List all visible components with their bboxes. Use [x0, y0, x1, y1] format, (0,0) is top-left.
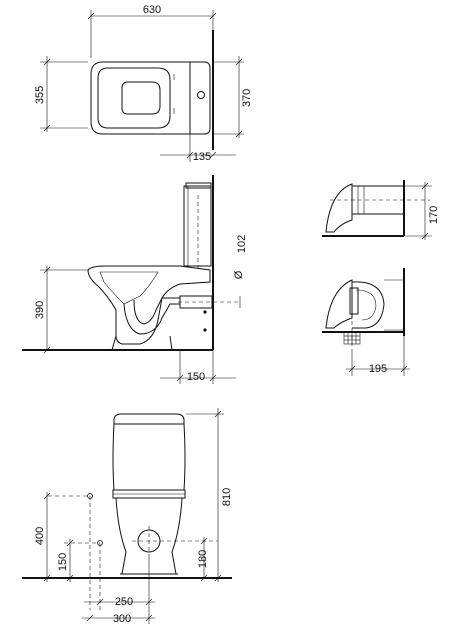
connector-1-bowl-edge [325, 183, 353, 233]
dim-400-label: 400 [34, 527, 46, 545]
dim-250-tick-left [96, 598, 104, 606]
dim-390-tick-bottom [43, 346, 51, 354]
front-view-cistern-lid [113, 413, 185, 425]
dim-150-label: 150 [187, 371, 205, 383]
dim-135-tick-left [186, 151, 194, 159]
dim-150-tick-left [176, 374, 184, 382]
dim-630-tick-left [87, 12, 95, 20]
dim-170-tick-bottom [421, 232, 429, 240]
dim-810-label: 810 [221, 488, 233, 506]
top-view-bowl-opening [121, 81, 161, 115]
connector-2-bowl-edge [325, 279, 353, 329]
side-view-cistern-lid [185, 182, 212, 189]
dim-150-tick-right [209, 374, 217, 382]
dim-195-tick-right [400, 365, 408, 373]
dim-150-front-label: 150 [57, 553, 69, 571]
side-view-trapway-inner [133, 297, 180, 325]
dim-102-label: 102 [236, 235, 248, 253]
front-view-cistern [112, 423, 186, 491]
side-view-bowl-outline [87, 265, 211, 345]
dim-150-front-tick-bottom [66, 574, 74, 582]
connector-detail-2: 195 [322, 268, 410, 376]
dim-370-tick-top [235, 58, 243, 66]
dim-355-tick-bottom [43, 124, 51, 132]
dim-102-symbol: Ø [233, 270, 245, 279]
dim-390-label: 390 [34, 301, 46, 319]
dim-300-tick-right [145, 614, 153, 622]
connector-detail-1: 170 [322, 180, 440, 240]
dim-355-label: 355 [34, 86, 46, 104]
dim-170-label: 170 [428, 206, 440, 224]
dim-170-tick-top [421, 182, 429, 190]
dim-195-tick-left [348, 365, 356, 373]
connector-2-seal [349, 287, 359, 315]
front-view: 810 180 400 150 250 300 [22, 408, 233, 625]
side-view-bowl-interior [99, 271, 159, 305]
connector-2-bend-outer [351, 281, 385, 329]
dim-810-tick-bottom [214, 574, 222, 582]
dim-250-label: 250 [115, 596, 133, 608]
dim-630-tick-right [209, 12, 217, 20]
dim-370-tick-bottom [235, 130, 243, 138]
dim-135-label: 135 [193, 151, 211, 163]
dim-195-label: 195 [369, 363, 387, 375]
dim-355-tick-top [43, 58, 51, 66]
connector-2-bend-inner [355, 289, 377, 321]
dim-400-tick-bottom [43, 574, 51, 582]
dim-135-tick-right [209, 151, 217, 159]
dim-180-tick-bottom [200, 574, 208, 582]
dim-300-tick-left [86, 614, 94, 622]
dim-400-tick-top [43, 492, 51, 500]
top-view-body-outline [90, 61, 211, 135]
dim-390-tick-top [43, 266, 51, 274]
side-view-cistern [183, 185, 212, 267]
top-view-flush-button [197, 91, 205, 99]
dim-810-tick-top [214, 410, 222, 418]
top-view: 630 355 370 135 [34, 4, 253, 163]
dim-300-label: 300 [113, 613, 131, 625]
dim-180-tick-top [200, 537, 208, 545]
side-view-fix-hole-1 [203, 310, 207, 314]
side-view-fix-hole-2 [203, 328, 207, 332]
dim-630-label: 630 [143, 4, 161, 16]
dim-180-label: 180 [197, 550, 209, 568]
top-view-seat [97, 67, 171, 129]
side-view-foot [111, 335, 173, 351]
dim-370-label: 370 [241, 89, 253, 107]
side-view-trapway [123, 303, 180, 335]
dim-150-front-tick-top [66, 539, 74, 547]
side-view: Ø 102 390 150 [22, 175, 248, 384]
